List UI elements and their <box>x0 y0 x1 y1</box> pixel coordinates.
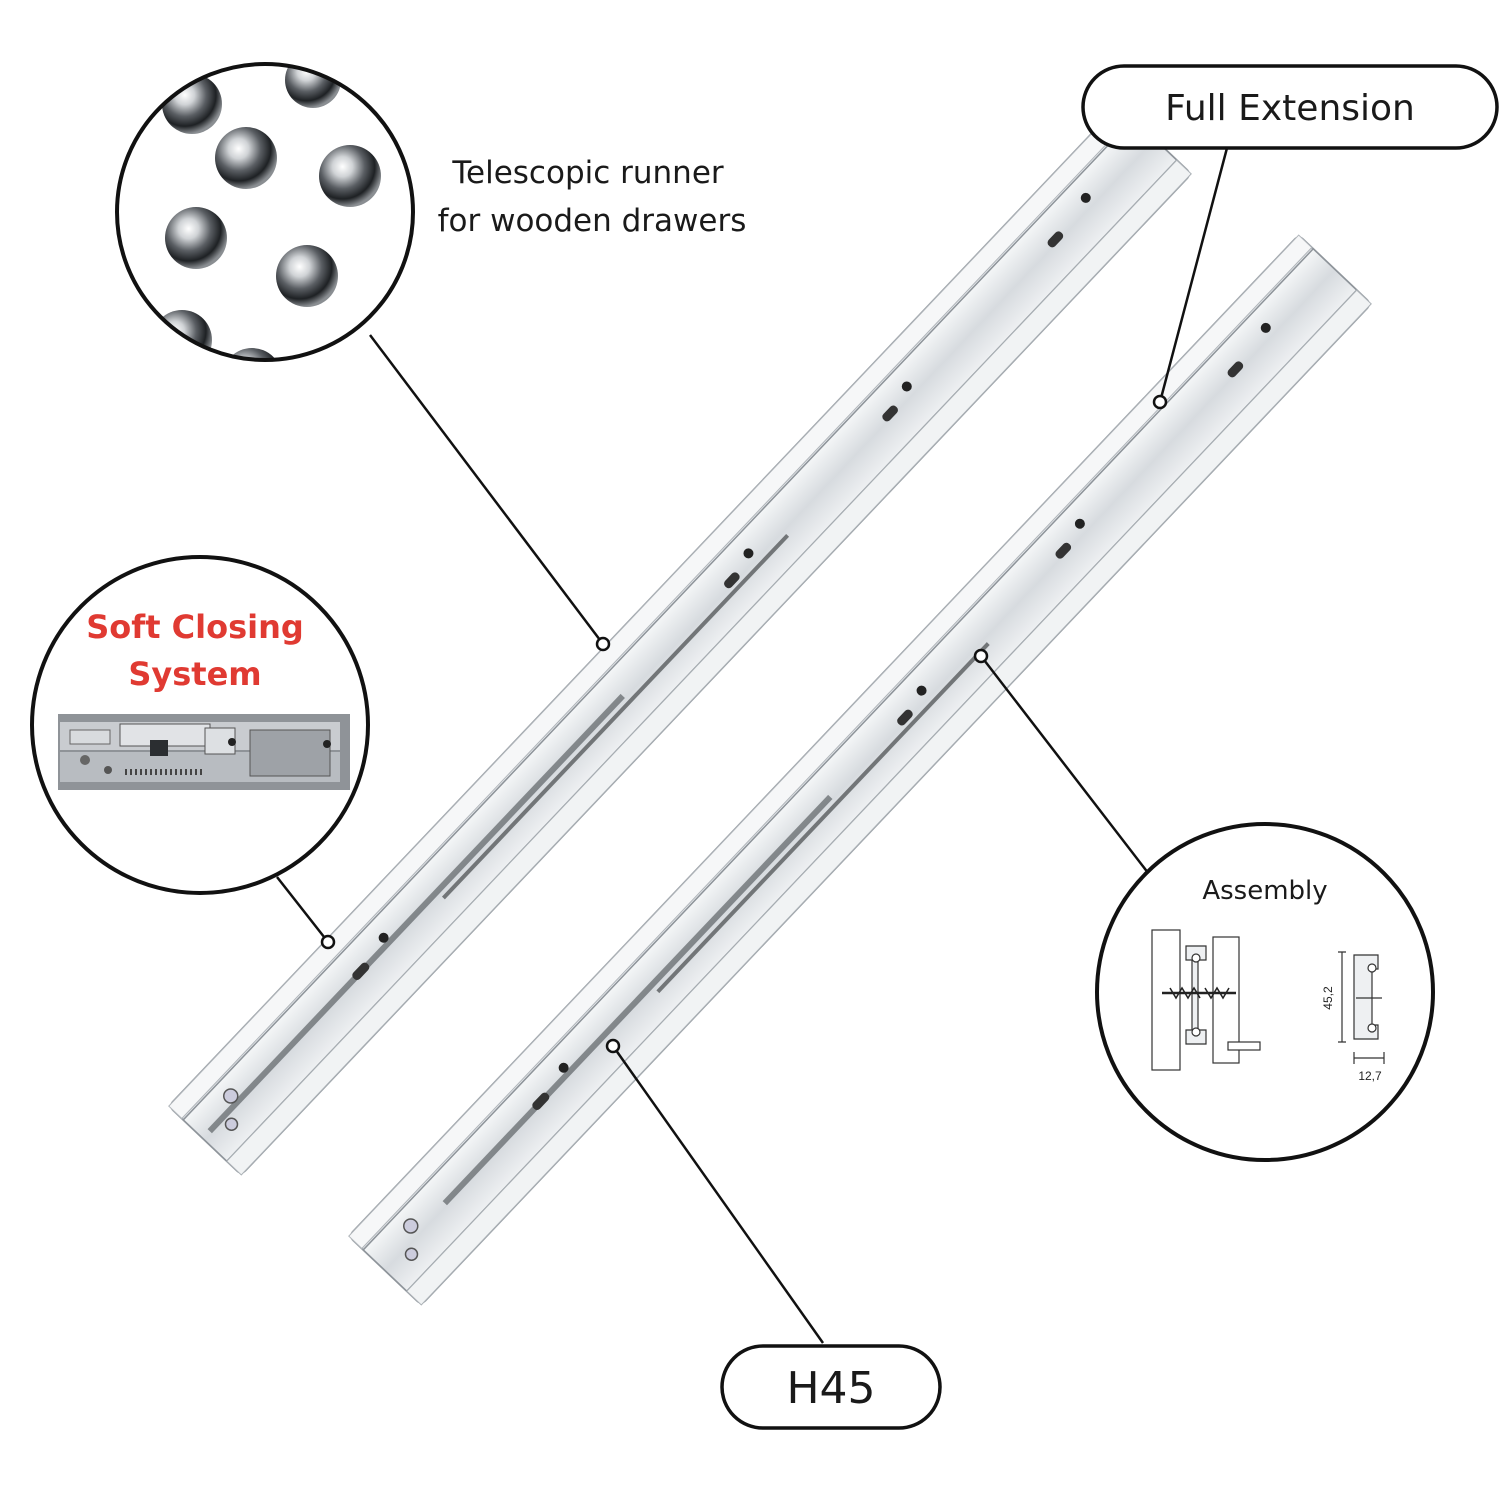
ball-bearings-callout <box>115 62 415 362</box>
full-extension-badge: Full Extension <box>1081 64 1499 150</box>
full-extension-label: Full Extension <box>1165 88 1415 129</box>
drawer-runner-right <box>348 234 1372 1306</box>
assembly-callout: Assembly 45,2 12,7 <box>1095 822 1435 1162</box>
soft-close-mechanism-icon <box>58 714 350 790</box>
assembly-diagram-icon <box>1151 929 1385 1071</box>
soft-closing-title-line-2: System <box>128 655 261 693</box>
drawer-runner-left <box>168 104 1192 1176</box>
dimension-width-label: 12,7 <box>1358 1069 1382 1083</box>
leader-endpoints <box>320 394 1168 1054</box>
soft-closing-title-line-1: Soft Closing <box>86 608 304 646</box>
caption-line-2: for wooden drawers <box>438 203 747 239</box>
assembly-title: Assembly <box>1202 876 1327 906</box>
leader-lines <box>276 147 1229 1344</box>
caption-line-1: Telescopic runner <box>451 155 724 191</box>
dimension-height-label: 45,2 <box>1321 986 1335 1010</box>
model-label: H45 <box>786 1363 875 1414</box>
model-badge: H45 <box>720 1344 942 1430</box>
soft-closing-callout: Soft Closing System <box>30 555 370 895</box>
